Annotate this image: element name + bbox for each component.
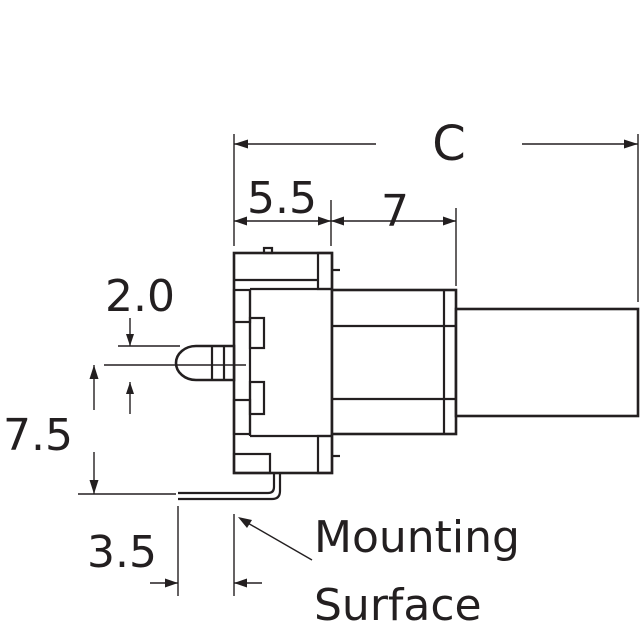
mounting-leader-arrow bbox=[238, 517, 252, 528]
contact-step-bottom bbox=[248, 380, 266, 416]
dim-7-arrow-left bbox=[331, 216, 344, 226]
component-outline bbox=[174, 246, 640, 501]
bushing bbox=[330, 288, 458, 436]
bottom-plate bbox=[232, 452, 272, 475]
contact-step-top bbox=[248, 316, 266, 350]
dim-75-arrow-bottom bbox=[89, 480, 99, 494]
label-pin-offset: 3.5 bbox=[87, 527, 157, 578]
mounting-pin-outer bbox=[178, 474, 282, 501]
dimension-lines bbox=[78, 134, 639, 596]
dim-c-arrow-right bbox=[624, 139, 638, 149]
label-pin-height: 7.5 bbox=[3, 410, 73, 461]
led-dome bbox=[174, 344, 236, 382]
contact-top bbox=[232, 288, 252, 324]
mounting-leader-line bbox=[245, 521, 313, 561]
label-mounting: Mounting bbox=[314, 512, 520, 563]
dim-20-arrow-top bbox=[126, 334, 134, 346]
dim-7-arrow-right bbox=[443, 216, 456, 226]
shaft bbox=[454, 307, 640, 418]
label-overall-length: C bbox=[432, 116, 466, 172]
label-body-depth: 5.5 bbox=[247, 173, 317, 224]
contact-bottom bbox=[232, 398, 252, 436]
dim-20-arrow-bottom bbox=[126, 382, 134, 394]
dim-35-arrow-left bbox=[165, 578, 178, 588]
dim-55-arrow-right bbox=[318, 216, 331, 226]
dim-55-arrow-left bbox=[234, 216, 247, 226]
dimension-labels: C 5.5 7 2.0 7.5 3.5 Mounting Surface bbox=[3, 116, 520, 631]
dim-35-arrow-right bbox=[234, 578, 247, 588]
label-surface: Surface bbox=[314, 580, 482, 631]
dim-c-arrow-left bbox=[234, 139, 248, 149]
mounting-pin bbox=[178, 474, 276, 495]
top-nub bbox=[262, 246, 274, 255]
label-led-offset: 2.0 bbox=[105, 271, 175, 322]
dim-75-arrow-top bbox=[89, 365, 99, 379]
label-bushing-length: 7 bbox=[381, 186, 409, 237]
